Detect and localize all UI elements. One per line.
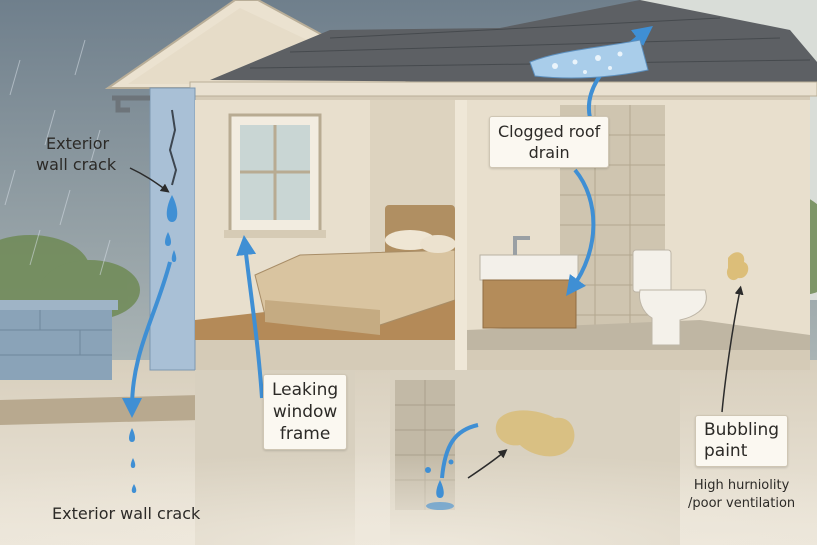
exterior-wall-crack-label-bottom: Exterior wall crack [52, 504, 201, 523]
bubbling-paint-label: Bubbling paint [695, 415, 789, 467]
label-line: drain [528, 143, 570, 162]
label-line: Clogged roof [498, 122, 601, 141]
toilet [639, 289, 707, 346]
garden-wall [0, 305, 112, 380]
faucet [513, 236, 530, 255]
bathroom-wall-stain [726, 252, 749, 281]
roof-to-sink-leak-path [566, 168, 596, 297]
sink-basin [479, 254, 579, 281]
label-line: /poor ventilation [688, 496, 796, 511]
vanity [482, 279, 577, 329]
wall-crack-leak-path [122, 261, 172, 418]
exterior-wall-crack-label-top: Exterior wall crack [36, 133, 116, 175]
ground-fog [0, 430, 817, 545]
label-line: Bubbling [704, 420, 780, 440]
pointer-exterior-crack [129, 167, 170, 193]
roof-fascia [189, 81, 817, 97]
downpipe [112, 95, 150, 113]
label-line: High hurniolity [693, 478, 790, 493]
exterior-wall [150, 88, 195, 370]
clogged-roof-drain-label: Clogged roof drain [489, 116, 610, 168]
clogged-roof-drain [529, 39, 649, 79]
soil-line [0, 395, 200, 425]
pointer-basement-stain [467, 449, 508, 479]
interior-wall [455, 100, 467, 370]
label-line: window [272, 402, 338, 422]
toilet-tank [632, 249, 672, 293]
high-humidity-note: High hurniolity /poor ventilation [688, 477, 795, 513]
window-leak-path [236, 235, 264, 399]
label-line: Leaking [272, 380, 339, 400]
label-line: wall crack [36, 155, 117, 174]
label-line: paint [704, 441, 748, 461]
pointer-bubbling-paint [721, 285, 744, 413]
rain [4, 39, 111, 276]
leaking-window-frame-label: Leaking window frame [263, 374, 348, 450]
wall-crack [168, 109, 178, 186]
basement-leak-path [440, 423, 479, 479]
label-line: frame [279, 424, 331, 444]
water-drops [129, 195, 454, 510]
label-line: Exterior [46, 134, 110, 153]
